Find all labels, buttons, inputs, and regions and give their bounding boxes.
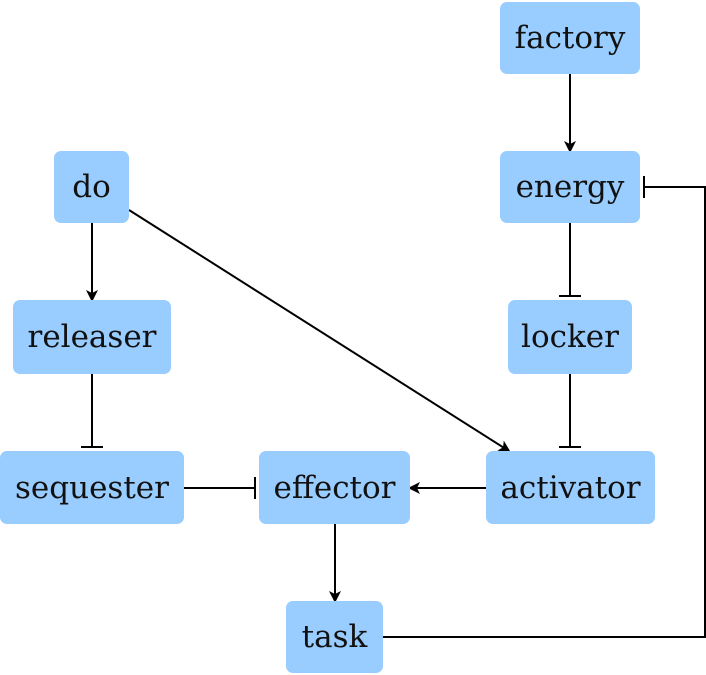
edge-do-to-activator (128, 209, 511, 453)
node-do-label: do (72, 169, 111, 205)
node-effector: effector (259, 451, 410, 524)
node-energy-label: energy (515, 169, 625, 205)
node-sequester: sequester (0, 451, 184, 524)
node-releaser-label: releaser (27, 319, 157, 355)
node-sequester-label: sequester (15, 469, 169, 506)
node-do: do (54, 151, 129, 223)
node-activator-label: activator (500, 469, 641, 506)
node-factory: factory (500, 2, 640, 74)
edge-task-to-energy (383, 186, 706, 638)
node-effector-label: effector (273, 469, 396, 506)
node-activator: activator (486, 451, 655, 524)
node-task-label: task (301, 619, 368, 655)
node-locker-label: locker (521, 319, 619, 355)
node-factory-label: factory (514, 20, 626, 56)
node-releaser: releaser (13, 300, 171, 374)
node-locker: locker (508, 300, 632, 374)
node-task: task (286, 601, 383, 673)
node-energy: energy (500, 151, 640, 223)
